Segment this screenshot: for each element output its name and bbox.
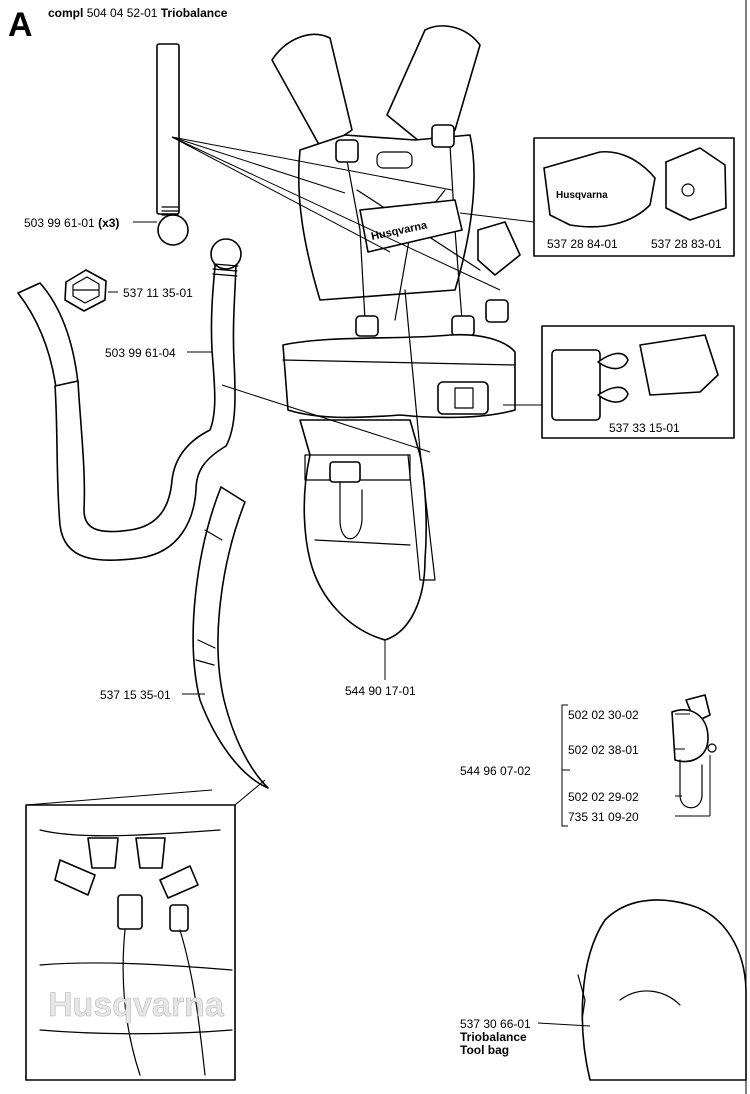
strap-part (156, 43, 189, 246)
label-buckle-right: 537 28 83-01 (651, 237, 722, 251)
buckle-box: Husqvarna (533, 137, 735, 257)
title-number: 504 04 52-01 (86, 6, 158, 20)
label-bag-number: 537 30 66-01 (460, 1017, 531, 1031)
label-hip-buckle: 537 33 15-01 (609, 421, 680, 435)
label-hook-b: 502 02 38-01 (568, 743, 639, 757)
section-letter: A (8, 6, 33, 44)
label-bag-name-1: Triobalance (460, 1030, 527, 1044)
label-hook-d: 735 31 09-20 (568, 810, 639, 824)
hip-buckle-box (541, 325, 735, 439)
detail-inset: Husqvarna (25, 804, 236, 1081)
label-pad-long: 503 99 61-04 (105, 346, 176, 360)
label-slide: 537 11 35-01 (123, 286, 193, 300)
pad-long-part (17, 238, 242, 562)
label-hook-assembly: 544 96 07-02 (460, 764, 531, 778)
inset-brand-logo: Husqvarna (48, 986, 225, 1024)
harness-drawing: Husqvarna (271, 25, 521, 641)
label-buckle-left: 537 28 84-01 (547, 237, 618, 251)
title-name: Triobalance (160, 6, 228, 20)
label-bag-name-2: Tool bag (460, 1043, 510, 1057)
side-pad-part (192, 486, 269, 789)
label-hook-c: 502 02 29-02 (568, 790, 639, 804)
leader-lines (25, 136, 711, 1027)
label-strap-number: 503 99 61-01 (24, 216, 95, 230)
slide-part (64, 269, 107, 312)
buckle-brand-logo: Husqvarna (556, 190, 608, 201)
label-strap: 503 99 61-01 (x3) (24, 216, 119, 230)
label-side-pad: 537 15 35-01 (100, 688, 171, 702)
title-prefix: compl (48, 6, 84, 20)
tool-bag-drawing (577, 899, 747, 1081)
label-strap-qty: (x3) (98, 216, 120, 230)
page-title: compl 504 04 52-01 Triobalance (48, 6, 227, 20)
label-hook-a: 502 02 30-02 (568, 708, 639, 722)
hook-assembly-drawing (671, 694, 717, 809)
label-harness: 544 90 17-01 (345, 684, 416, 698)
